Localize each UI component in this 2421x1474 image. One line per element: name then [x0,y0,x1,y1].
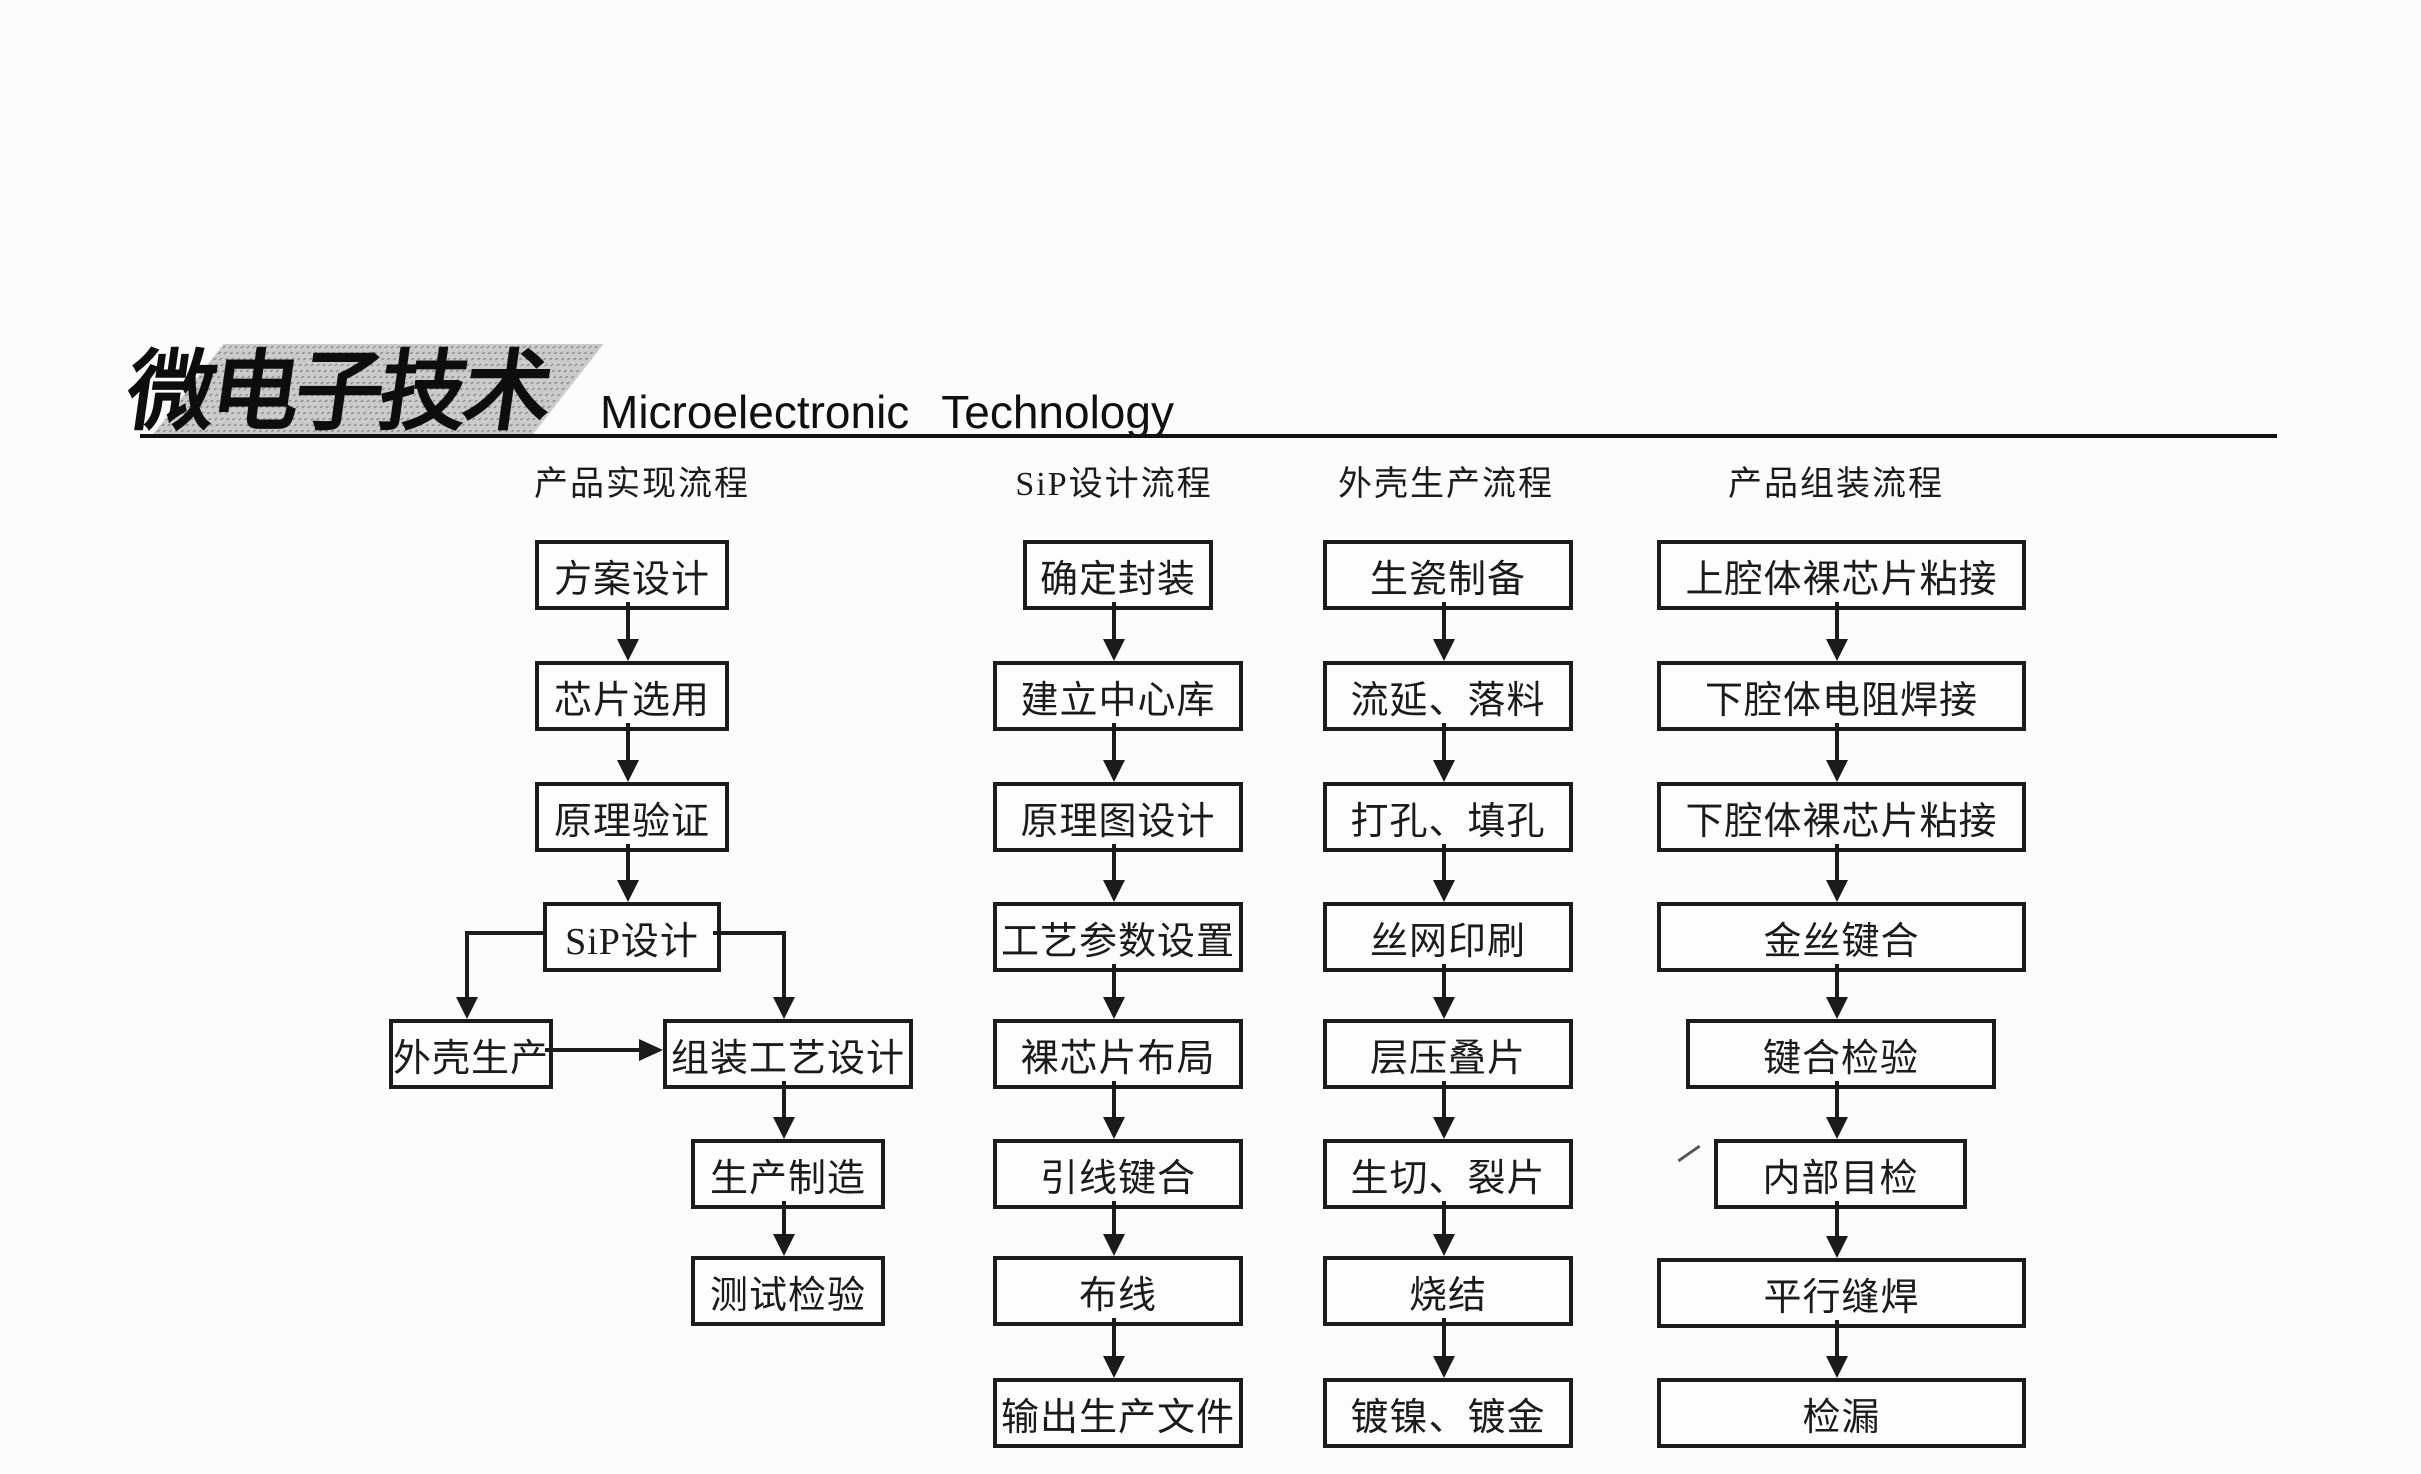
flow-step-box: 确定封装 [1023,540,1213,610]
flow-step-box: 上腔体裸芯片粘接 [1657,540,2026,610]
arrow-down-icon [1103,1081,1125,1139]
arrow-down-icon [456,931,478,1019]
arrow-down-icon [1433,1081,1455,1139]
arrow-down-icon [1826,964,1848,1019]
arrow-down-icon [1103,844,1125,902]
arrow-down-icon [1826,1201,1848,1258]
arrow-down-icon [1826,1081,1848,1139]
arrow-down-icon [1433,723,1455,782]
arrow-down-icon [773,1201,795,1256]
header-rule [140,434,2277,438]
flow-step-box: 方案设计 [535,540,729,610]
flow-step-box: 工艺参数设置 [993,902,1243,972]
flow-step-box: 外壳生产 [389,1019,553,1089]
journal-logo-chinese: 微电子技术 [121,342,556,441]
arrow-right-icon [545,1039,663,1061]
arrow-down-icon [1103,723,1125,782]
flow-step-box: 平行缝焊 [1657,1258,2026,1328]
arrow-down-icon [617,844,639,902]
arrow-down-icon [617,723,639,782]
flow-step-box: 下腔体裸芯片粘接 [1657,782,2026,852]
flow-step-box: 布线 [993,1256,1243,1326]
flow-step-box: 引线键合 [993,1139,1243,1209]
branch-line-left [467,931,543,935]
flow-step-box: 镀镍、镀金 [1323,1378,1573,1448]
flow-step-box: 烧结 [1323,1256,1573,1326]
arrow-down-icon [617,602,639,661]
flow-step-box: 流延、落料 [1323,661,1573,731]
flow-step-box: 丝网印刷 [1323,902,1573,972]
flow-step-box: 打孔、填孔 [1323,782,1573,852]
scan-artifact-slash [1677,1144,1701,1163]
flowchart-title-sip-design: SiP设计流程 [1015,466,1213,503]
flow-step-box: 芯片选用 [535,661,729,731]
flow-step-box: 内部目检 [1714,1139,1967,1209]
arrow-down-icon [773,931,795,1019]
flow-step-box: 生瓷制备 [1323,540,1573,610]
flow-step-box: 检漏 [1657,1378,2026,1448]
flow-step-box: 金丝键合 [1657,902,2026,972]
arrow-down-icon [1103,1201,1125,1256]
flowchart-title-shell-production: 外壳生产流程 [1338,466,1554,503]
arrow-down-icon [1826,844,1848,902]
flow-step-box: 原理验证 [535,782,729,852]
flowchart-title-product-realization: 产品实现流程 [534,466,750,503]
flow-step-box: 生产制造 [691,1139,885,1209]
flow-step-box: 层压叠片 [1323,1019,1573,1089]
flow-step-box: 测试检验 [691,1256,885,1326]
arrow-down-icon [1433,844,1455,902]
arrow-down-icon [1433,1318,1455,1378]
journal-logo-english: Microelectronic Technology [600,386,1174,438]
arrow-down-icon [1103,602,1125,661]
arrow-down-icon [1826,1320,1848,1378]
arrow-down-icon [1433,1201,1455,1256]
flow-step-box: 裸芯片布局 [993,1019,1243,1089]
flow-step-box: 输出生产文件 [993,1378,1243,1448]
flow-step-box: SiP设计 [543,902,721,972]
arrow-down-icon [773,1081,795,1139]
flow-step-box: 原理图设计 [993,782,1243,852]
flow-step-box: 建立中心库 [993,661,1243,731]
flow-step-box: 生切、裂片 [1323,1139,1573,1209]
arrow-down-icon [1826,723,1848,782]
arrow-down-icon [1826,602,1848,661]
arrow-down-icon [1103,1318,1125,1378]
flow-step-box: 键合检验 [1686,1019,1996,1089]
branch-line-right [713,931,784,935]
flowchart-title-product-assembly: 产品组装流程 [1728,466,1944,503]
arrow-down-icon [1433,602,1455,661]
arrow-down-icon [1433,964,1455,1019]
flow-step-box: 组装工艺设计 [663,1019,913,1089]
arrow-down-icon [1103,964,1125,1019]
flow-step-box: 下腔体电阻焊接 [1657,661,2026,731]
